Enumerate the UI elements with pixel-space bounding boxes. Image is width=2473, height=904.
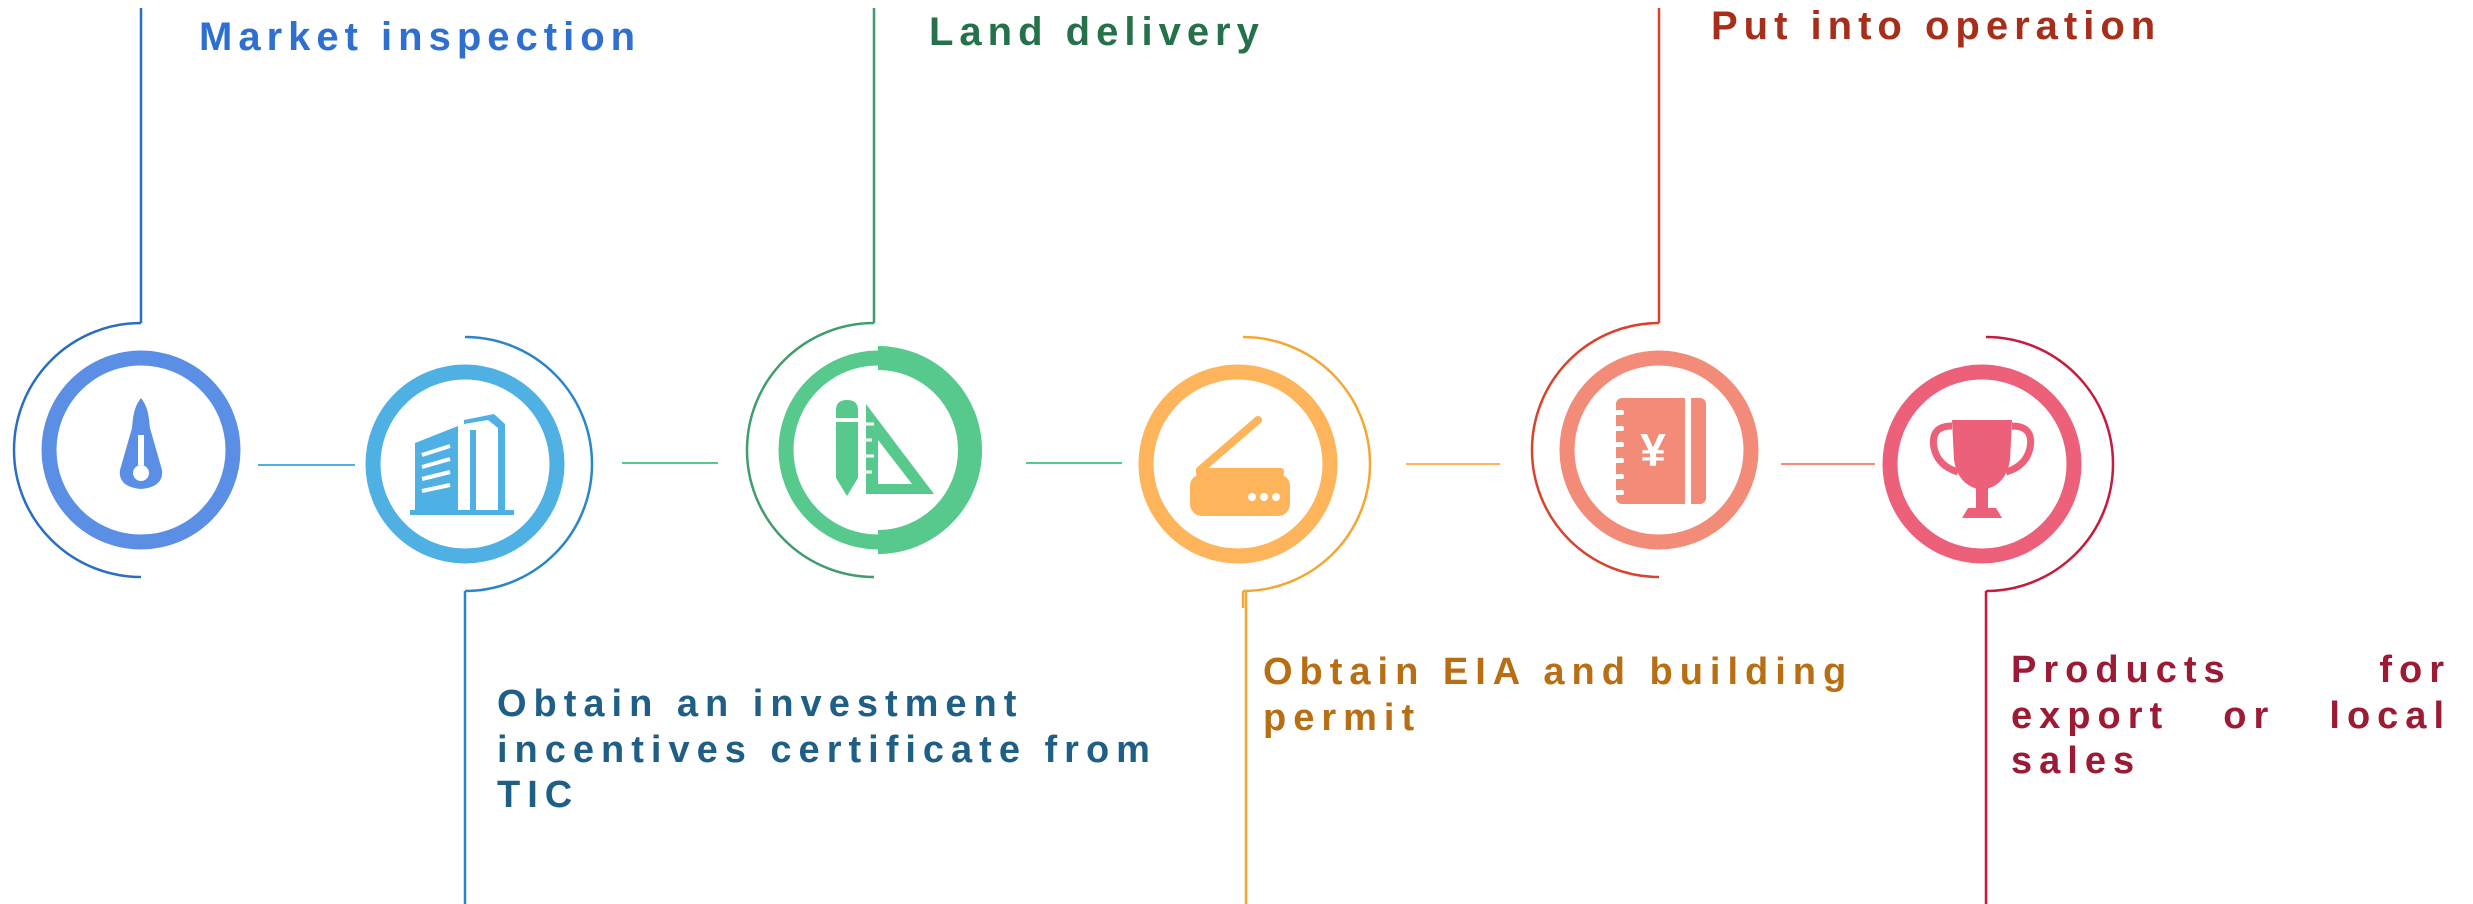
ledger-yen-icon: ¥ [1610, 398, 1706, 504]
step-2-label-line-2: incentives certificate from [497, 728, 1157, 771]
step-4-label-line-1: Obtain EIA and building [1263, 651, 1854, 693]
step-4-ring [1138, 364, 1338, 564]
step-2-ring [365, 364, 565, 564]
pen-nib-icon [119, 398, 163, 489]
step-5-label: Put into operation [1711, 4, 2162, 48]
step-2-label-line-1: Obtain an investment [497, 683, 1024, 725]
step-6-label-line-2: export or local [2011, 694, 2451, 737]
step-6-arc [1985, 335, 2115, 593]
connectors [258, 462, 1875, 466]
pencil-ruler-icon [836, 400, 934, 496]
scanner-icon [1190, 416, 1290, 516]
step-6-label-line-1: Products for [2011, 649, 2451, 691]
step-3-label: Land delivery [929, 10, 1265, 54]
step-4-arc [1242, 335, 1372, 593]
step-4 [1138, 335, 1372, 904]
step-2-label: Obtain an investment incentives certific… [497, 682, 1157, 819]
office-building-icon [410, 414, 514, 515]
step-3-thick-rim [877, 346, 982, 554]
step-2 [365, 335, 594, 904]
step-2-label-line-3: TIC [497, 774, 580, 817]
step-1 [12, 8, 241, 579]
step-1-arc [12, 321, 142, 579]
yen-glyph: ¥ [1640, 424, 1666, 476]
step-3 [745, 8, 982, 579]
step-6 [1882, 335, 2115, 904]
step-3-arc [745, 321, 875, 579]
step-6-label: Products for export or local sales [2011, 648, 2451, 785]
step-6-label-line-3: sales [2011, 740, 2142, 783]
step-5: ¥ [1530, 8, 1759, 579]
step-4-label: Obtain EIA and building permit [1263, 650, 1853, 741]
step-1-label: Market inspection [199, 15, 642, 59]
step-2-arc [464, 335, 594, 593]
step-5-arc [1530, 321, 1660, 579]
trophy-icon [1929, 420, 2035, 518]
step-4-label-line-2: permit [1263, 696, 1422, 739]
